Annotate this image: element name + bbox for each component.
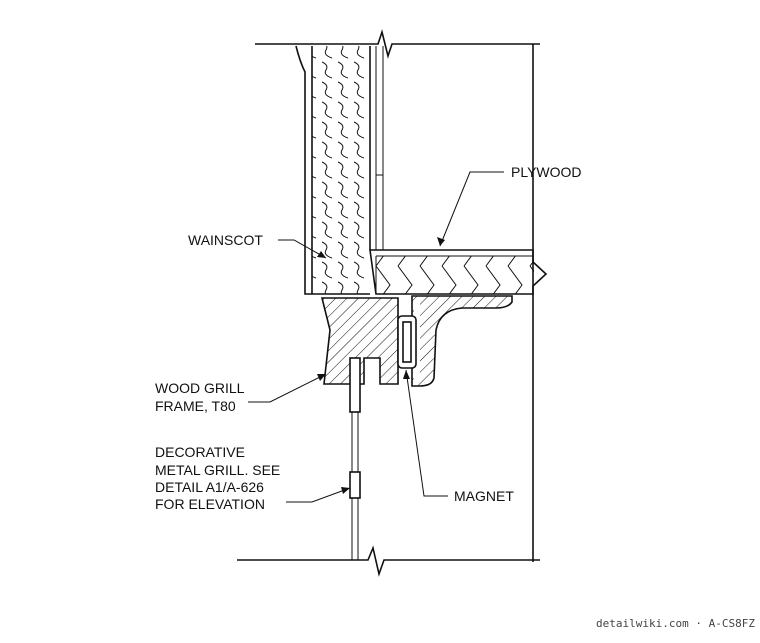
label-decorative-2: METAL GRILL. SEE [155,462,280,478]
label-decorative-4: FOR ELEVATION [155,496,265,512]
shelf-bracket [411,295,513,387]
label-magnet: MAGNET [454,488,514,504]
label-wainscot: WAINSCOT [188,232,263,248]
top-break-line [255,29,540,59]
label-plywood: PLYWOOD [511,164,582,180]
label-decorative-3: DETAIL A1/A-626 [155,479,264,495]
label-decorative-1: DECORATIVE [155,444,245,460]
leader-lines [248,171,504,503]
backing-strip [375,46,384,250]
plywood-shelf [369,249,548,295]
metal-grill [349,357,361,560]
label-wood-grill-1: WOOD GRILL [155,380,245,396]
label-wood-grill-2: FRAME, T80 [155,398,236,414]
watermark: detailwiki.com · A-CS8FZ [596,617,755,630]
wainscot-panel [295,45,371,295]
magnet [397,315,417,369]
bottom-break-line [237,545,540,577]
